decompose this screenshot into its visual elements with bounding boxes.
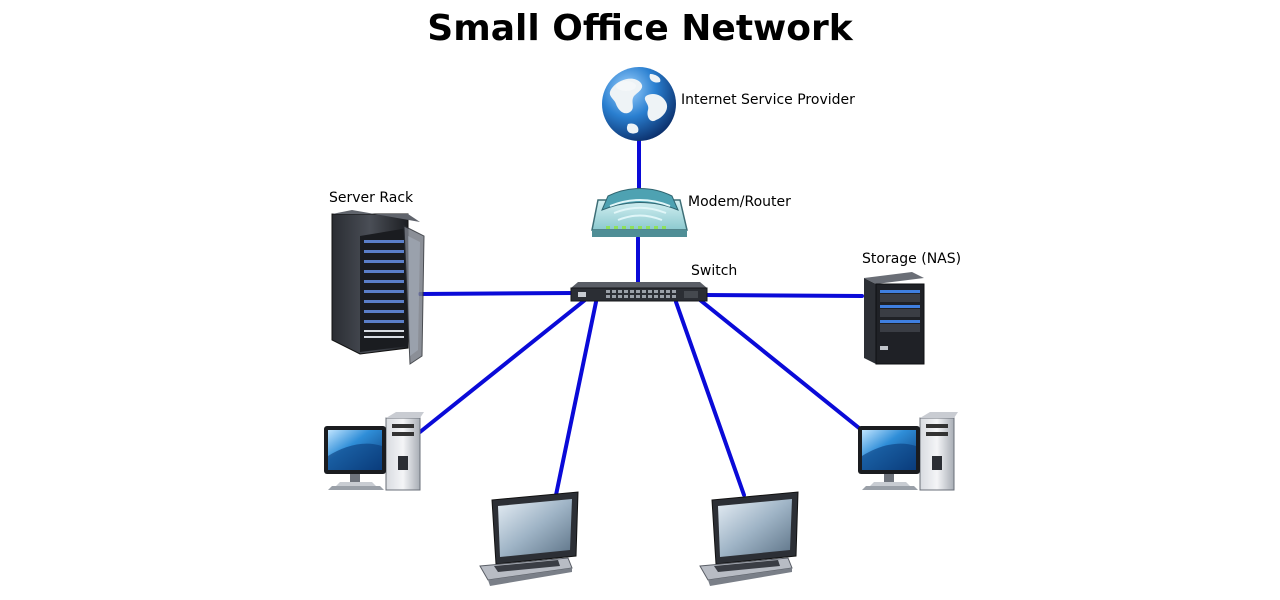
router-icon	[591, 188, 688, 237]
desktop-computer-icon	[858, 412, 958, 491]
nas-icon	[864, 272, 925, 365]
link-switch-laptop-right	[674, 300, 746, 497]
link-switch-server	[418, 291, 575, 296]
link-switch-desktop-right	[698, 298, 866, 434]
isp-label: Internet Service Provider	[681, 92, 855, 108]
diagram-title: Small Office Network	[427, 8, 853, 49]
nas-label: Storage (NAS)	[862, 251, 962, 267]
switch-label: Switch	[691, 263, 738, 279]
router-label: Modem/Router	[688, 194, 791, 210]
link-switch-nas	[703, 293, 864, 298]
connection-lines	[418, 138, 866, 497]
link-switch-desktop-left	[418, 298, 587, 434]
globe-icon	[602, 67, 676, 141]
laptop-icon	[699, 491, 799, 586]
server-rack-icon	[331, 210, 425, 365]
server-rack-label: Server Rack	[329, 190, 414, 206]
link-switch-laptop-left	[554, 300, 598, 497]
laptop-icon	[479, 491, 579, 586]
switch-icon	[570, 282, 708, 302]
desktop-computer-icon	[324, 412, 424, 491]
